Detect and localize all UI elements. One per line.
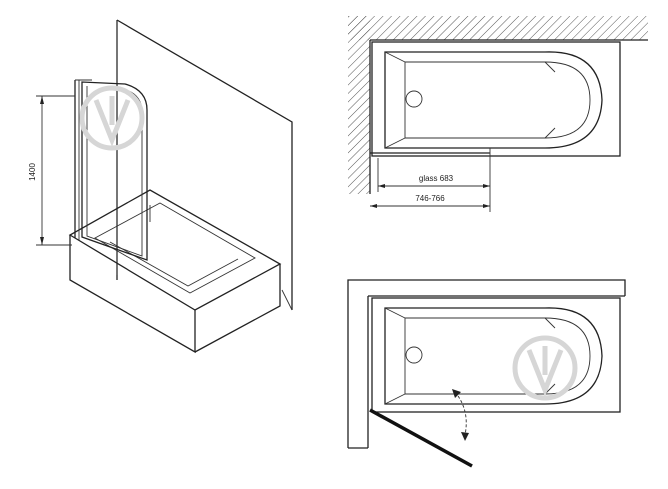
glass-dimension-label: glass 683 xyxy=(419,174,454,183)
tub-basin-inner xyxy=(109,241,239,287)
basin-corner-bl xyxy=(384,137,406,149)
basin-corner-tl xyxy=(384,307,406,319)
top-view-open xyxy=(347,279,626,468)
tub-top xyxy=(68,189,282,311)
height-arrow-top xyxy=(40,96,44,104)
tub-basin-outline xyxy=(384,307,603,405)
swing-arrow-top xyxy=(452,389,461,398)
swing-arrow-bottom xyxy=(461,432,469,441)
watermark-logo xyxy=(512,335,578,401)
tub-basin-rim xyxy=(94,202,256,294)
tub-outline xyxy=(371,41,621,157)
glass-arrow-right xyxy=(483,184,490,188)
basin-rest-top xyxy=(544,317,556,329)
tub-outline xyxy=(371,297,621,413)
tub-basin-inner xyxy=(404,317,591,395)
basin-rest-top xyxy=(544,61,556,73)
overall-arrow-left xyxy=(370,204,377,208)
watermark-logo xyxy=(79,85,145,151)
glass-arrow-left xyxy=(378,184,385,188)
swing-arc xyxy=(454,391,467,436)
drain-icon xyxy=(405,346,423,364)
isometric-view: 1400 xyxy=(28,19,293,354)
wall-right-outline xyxy=(116,19,293,310)
tub-basin-outline xyxy=(384,51,603,149)
opened-glass-panel xyxy=(369,408,473,468)
top-view-fixed: glass 683 746-766 xyxy=(348,16,648,212)
basin-corner-bl xyxy=(384,393,406,405)
hatched-wall-left xyxy=(348,16,370,194)
overall-arrow-right xyxy=(483,204,490,208)
hatched-wall-top xyxy=(348,16,648,40)
shower-screen-panel xyxy=(81,81,148,261)
height-arrow-bottom xyxy=(40,237,44,245)
basin-rest-bottom xyxy=(544,127,556,139)
drain-icon xyxy=(405,90,423,108)
overall-dimension-label: 746-766 xyxy=(415,194,445,203)
basin-corner-tl xyxy=(384,51,406,63)
tub-basin-inner xyxy=(404,61,591,139)
tub-front-face xyxy=(69,235,196,354)
floor-line xyxy=(281,289,293,311)
height-dimension-label: 1400 xyxy=(28,163,37,181)
wall-outline xyxy=(347,279,626,448)
tub-side-face xyxy=(194,264,281,353)
